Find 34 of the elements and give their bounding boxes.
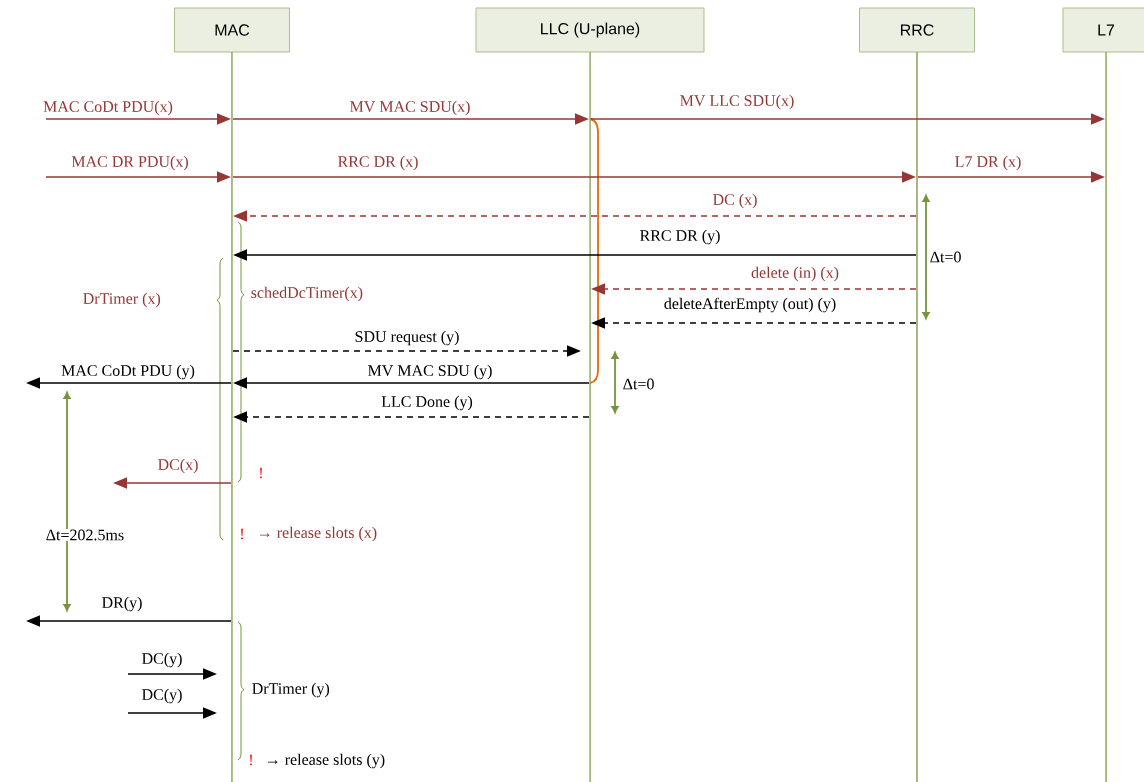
edge-label: MAC CoDt PDU (y) (60, 364, 196, 380)
warning-mark: ! (238, 528, 246, 540)
edge-label: RRC DR (x) (337, 155, 419, 171)
lifeline-header: RRC (859, 7, 975, 53)
edge-label: MV MAC SDU(x) (349, 100, 471, 116)
timing-label: Δt=202.5ms (45, 529, 125, 541)
edge-label: SDU request (y) (354, 330, 460, 346)
edge-label: LLC Done (y) (380, 395, 474, 411)
lifeline (1105, 52, 1107, 782)
edge-label: MAC CoDt PDU(x) (42, 100, 174, 116)
lifeline (916, 52, 918, 782)
edge-label: DC(y) (141, 688, 183, 704)
lifeline-header: MAC (174, 7, 290, 53)
note-text: DrTimer (x) (82, 292, 162, 308)
edge-label: deleteAfterEmpty (out) (y) (663, 297, 837, 313)
lifeline (231, 52, 233, 782)
edge-label: MV MAC SDU (y) (367, 364, 493, 380)
edge-label: DC(y) (141, 652, 183, 668)
edge-label: RRC DR (y) (639, 229, 721, 245)
note-text: → release slots (y) (264, 753, 386, 769)
edge-label: DC(x) (157, 458, 199, 474)
edge-label: DR(y) (101, 596, 143, 612)
lifeline (589, 52, 591, 782)
edge-label: DC (x) (712, 193, 758, 209)
note-text: DrTimer (y) (251, 682, 331, 698)
lifeline-header: LLC (U-plane) (475, 7, 705, 53)
warning-mark: ! (247, 754, 255, 766)
edge-label: MAC DR PDU(x) (70, 155, 190, 171)
edge-label: L7 DR (x) (954, 155, 1022, 171)
note-text: → release slots (x) (256, 526, 378, 542)
edge-label: MV LLC SDU(x) (679, 94, 795, 110)
lifeline-header: L7 (1062, 7, 1144, 53)
edge-label: delete (in) (x) (750, 266, 840, 282)
warning-mark: ! (257, 467, 265, 479)
